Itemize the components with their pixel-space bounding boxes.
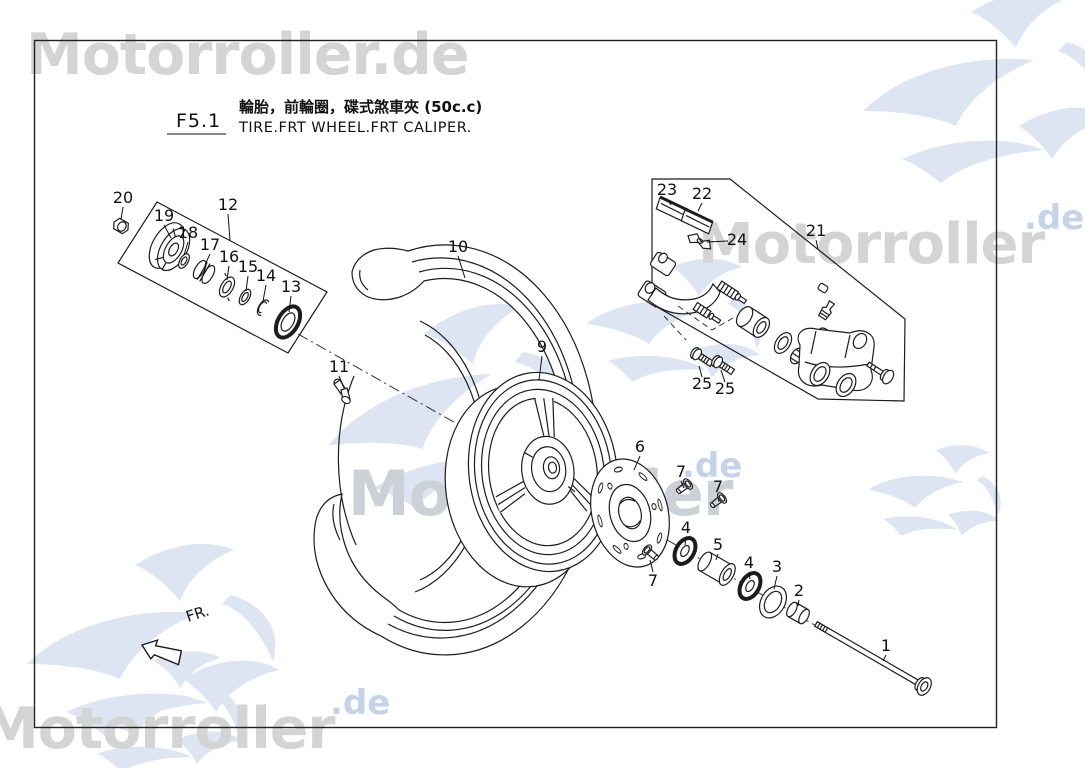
callout-24: 24 — [727, 230, 747, 249]
callout-14: 14 — [256, 266, 276, 285]
callout-23: 23 — [657, 180, 677, 199]
callout-22: 22 — [692, 184, 712, 203]
caliper-banjo-bolt — [865, 361, 895, 385]
callout-7a: 7 — [676, 462, 686, 481]
fr-arrow — [140, 638, 183, 666]
axis-centerline-upper — [297, 333, 561, 483]
caliper-slide-pin-b — [692, 301, 722, 325]
part-6-brake-disc — [590, 458, 670, 568]
callout-18: 18 — [178, 223, 198, 242]
callout-12: 12 — [218, 195, 238, 214]
callout-5: 5 — [713, 535, 723, 554]
page-border-frame — [33, 39, 998, 729]
callout-4a: 4 — [681, 518, 691, 537]
part-7-disc-bolt-c — [641, 544, 659, 561]
scooter-logo-watermark-top-right — [863, 0, 1085, 183]
part-16-retainer — [218, 272, 236, 302]
part-21-caliper-body — [797, 327, 875, 398]
caliper-bleeder-cap — [817, 282, 829, 294]
callout-9: 9 — [537, 337, 547, 356]
callout-25b: 25 — [715, 379, 735, 398]
callout-25a: 25 — [692, 374, 712, 393]
diagram-title-english: TIRE.FRT WHEEL.FRT CALIPER. — [238, 120, 472, 136]
part-20-axle-nut — [113, 217, 129, 235]
callout-21: 21 — [806, 221, 826, 240]
title-block: F5.1 輪胎，前輪圈，碟式煞車夾 (50c.c) TIRE.FRT WHEEL… — [167, 98, 482, 136]
part-group-12-box — [117, 201, 328, 354]
part-4-bearing-b — [737, 571, 763, 601]
callout-labels: 20 19 18 17 16 15 14 13 12 10 11 9 6 7 7… — [113, 180, 891, 655]
part-5-spacer-tube — [697, 551, 736, 586]
callout-3: 3 — [772, 557, 782, 576]
part-15-washer — [238, 288, 252, 306]
part-13-oil-seal — [273, 304, 303, 340]
caliper-dashed-guide-2 — [663, 315, 687, 341]
caliper-piston-seal — [773, 332, 793, 354]
fr-label: FR. — [184, 601, 212, 625]
caliper-dashed-guide — [677, 305, 734, 331]
caliper-piston — [735, 306, 771, 338]
part-25-caliper-bolt-b — [711, 355, 736, 376]
part-2-side-collar — [786, 601, 810, 625]
part-24-pad-spring — [687, 233, 712, 250]
watermark-right: Motorroller — [698, 212, 1046, 277]
callout-11: 11 — [329, 357, 349, 376]
watermark-bottom-suffix: .de — [330, 683, 390, 723]
caliper-slide-pin-a — [716, 280, 748, 305]
part-18-washer — [177, 253, 191, 269]
watermark-middle-suffix: .de — [682, 446, 742, 486]
callout-leaders — [120, 198, 887, 662]
watermark-top-left: Motorroller.de — [26, 22, 469, 88]
callout-1: 1 — [881, 636, 891, 655]
watermark-right-suffix: .de — [1024, 198, 1084, 238]
diagram-title-chinese: 輪胎，前輪圈，碟式煞車夾 (50c.c) — [239, 98, 482, 116]
callout-7b: 7 — [713, 477, 723, 496]
callout-19: 19 — [154, 206, 174, 225]
caliper-assembly — [637, 195, 895, 398]
callout-7c: 7 — [648, 571, 658, 590]
callout-17: 17 — [200, 235, 220, 254]
part-14-circlip — [256, 299, 270, 316]
part-22-brake-pad — [680, 207, 714, 235]
callout-15: 15 — [238, 257, 258, 276]
part-9-front-wheel — [444, 371, 619, 588]
callout-6: 6 — [635, 437, 645, 456]
part-7-disc-bolt-a — [675, 478, 694, 495]
callout-2: 2 — [794, 581, 804, 600]
callout-13: 13 — [281, 277, 301, 296]
scooter-logo-watermark-right-low — [860, 426, 1014, 556]
part-11-tire-valve — [333, 378, 351, 405]
part-1-front-axle — [813, 620, 932, 696]
caliper-bleeder-valve — [817, 299, 836, 321]
part-17-speedometer-gear — [192, 259, 216, 285]
part-7-disc-bolt-b — [709, 492, 728, 509]
figure-number: F5.1 — [176, 110, 221, 132]
callout-4b: 4 — [744, 553, 754, 572]
callout-16: 16 — [219, 247, 239, 266]
disc-slots — [597, 466, 663, 560]
callout-20: 20 — [113, 188, 133, 207]
callout-10: 10 — [448, 237, 468, 256]
part-4-bearing-a — [672, 536, 698, 566]
part-3-oil-seal — [758, 585, 788, 619]
watermark-bottom-left: Motorroller — [0, 696, 335, 762]
